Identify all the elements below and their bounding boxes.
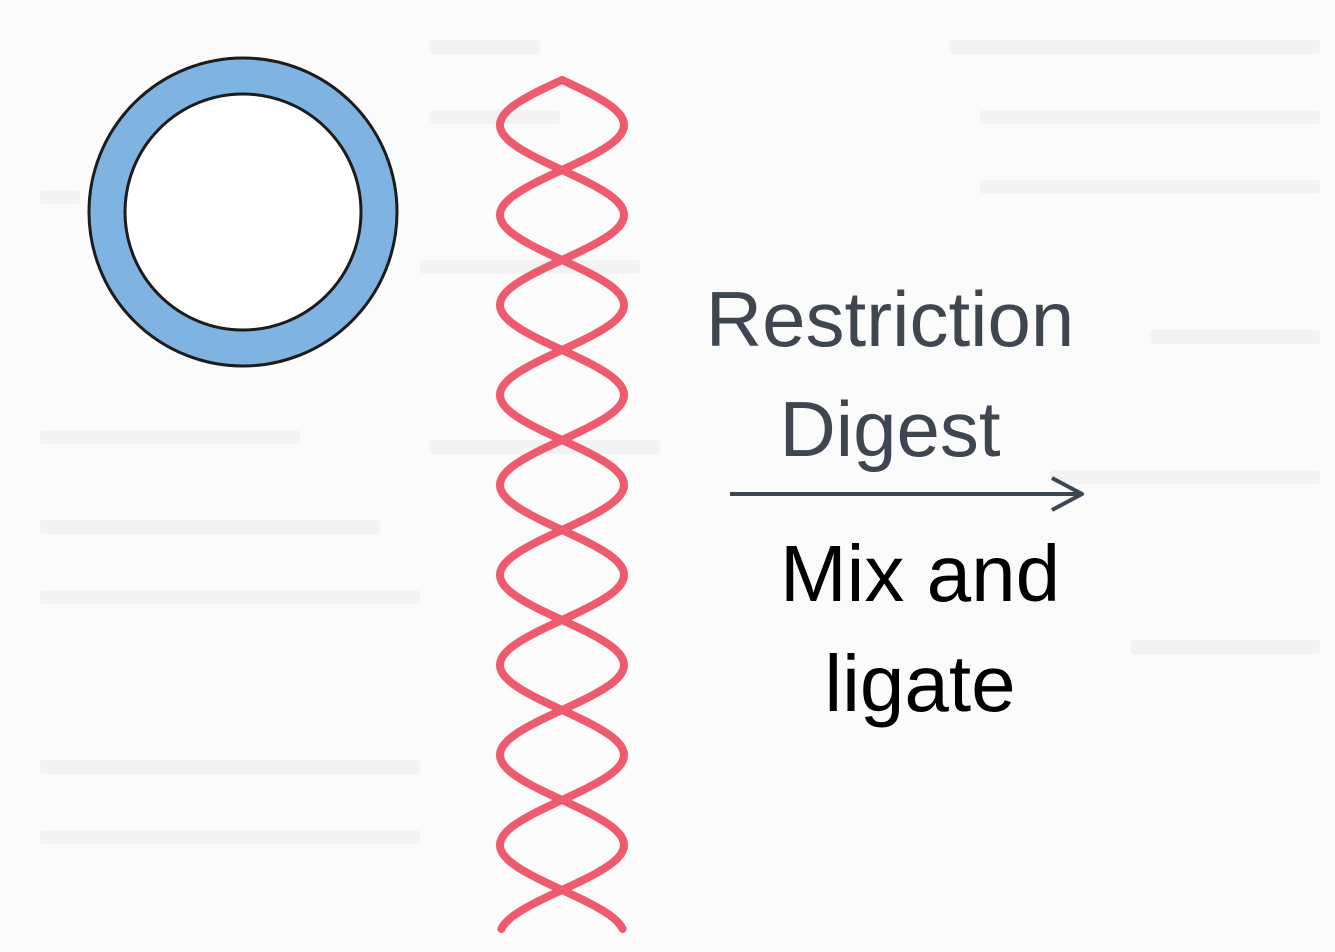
ghost-text-line <box>950 40 1320 54</box>
ghost-text-line <box>40 760 420 774</box>
plasmid-ring-icon <box>89 58 397 366</box>
ghost-text-line <box>40 590 420 604</box>
label-ligate: ligate <box>660 644 1180 724</box>
label-digest: Digest <box>640 390 1140 468</box>
ghost-text-line <box>40 520 380 534</box>
ghost-text-line <box>430 40 540 54</box>
ghost-text-line <box>40 190 80 204</box>
ghost-text-line <box>40 430 300 444</box>
dna-double-helix-icon <box>500 80 624 929</box>
ghost-text-line <box>430 110 560 124</box>
ghost-text-line <box>980 110 1320 124</box>
label-restriction: Restriction <box>640 280 1140 358</box>
ghost-text-line <box>980 180 1320 194</box>
ghost-text-line <box>1150 330 1320 344</box>
right-arrow-icon <box>730 478 1082 510</box>
ghost-text-line <box>40 830 420 844</box>
ghost-text-line <box>1050 470 1320 484</box>
label-mix-and: Mix and <box>660 534 1180 614</box>
